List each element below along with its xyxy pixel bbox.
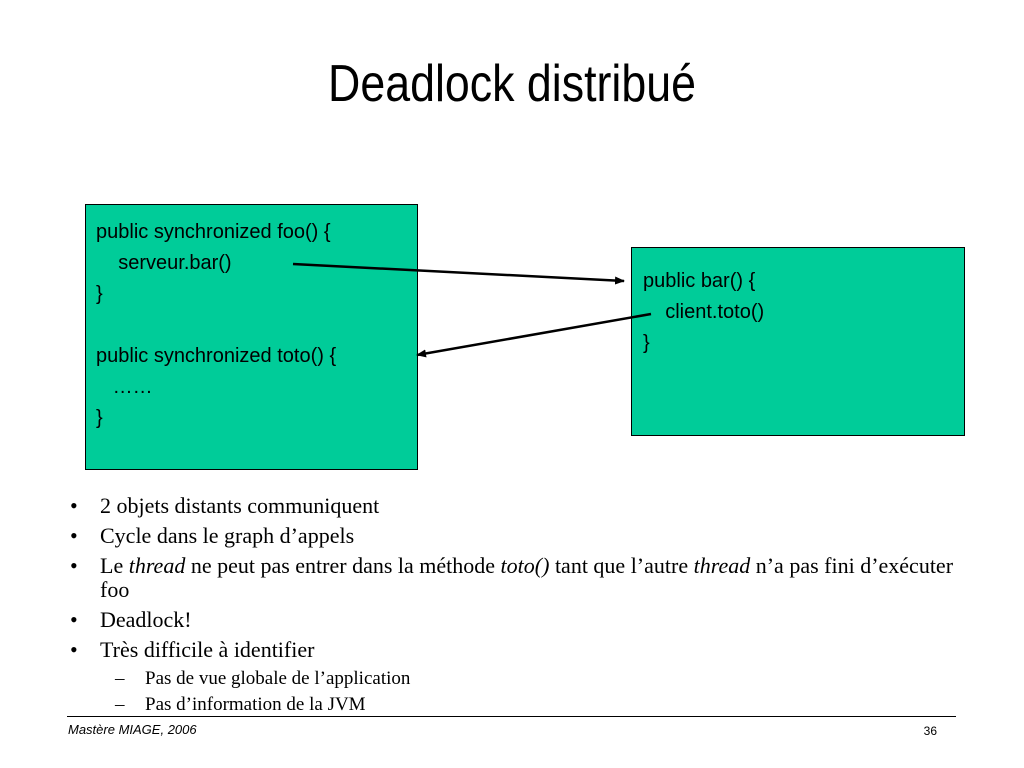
bullet-text: Très difficile à identifier [100, 637, 315, 662]
sub-bullet-item: –Pas de vue globale de l’application [60, 668, 980, 690]
footer-divider [67, 716, 956, 717]
bullet-text-italic: thread [693, 553, 751, 578]
sub-bullet-text: Pas de vue globale de l’application [145, 668, 411, 689]
bullet-list: • 2 objets distants communiquent • Cycle d… [60, 494, 980, 720]
code-line: public bar() { [643, 270, 756, 292]
bullet-text: Deadlock! [100, 607, 192, 632]
bullet-glyph: • [70, 523, 78, 548]
bullet-item: • Le thread ne peut pas entrer dans la mé… [60, 554, 980, 602]
bullet-text-part: Le [100, 553, 129, 578]
code-line: client.toto() [643, 301, 765, 323]
sub-bullet-text: Pas d’information de la JVM [145, 694, 366, 715]
bullet-text-italic: toto() [500, 553, 550, 578]
arrow-bar-to-toto [416, 312, 652, 358]
bullet-text-part: tant que l’autre [549, 553, 694, 578]
bullet-glyph: • [70, 637, 78, 662]
code-line: } [96, 283, 103, 305]
code-line: …… [96, 376, 153, 398]
code-line: serveur.bar() [96, 252, 232, 274]
bullet-text: 2 objets distants communiquent [100, 493, 380, 518]
code-line: } [96, 407, 103, 429]
bullet-item: • Cycle dans le graph d’appels [60, 524, 980, 548]
sub-bullet-item: –Pas d’information de la JVM [60, 694, 980, 716]
code-line: } [643, 332, 650, 354]
bullet-item: • Très difficile à identifier [60, 638, 980, 662]
client-code-box: public synchronized foo() { serveur.bar(… [85, 204, 418, 470]
footer-course-label: Mastère MIAGE, 2006 [68, 722, 197, 737]
page-number: 36 [923, 724, 937, 738]
code-line: public synchronized toto() { [96, 345, 337, 367]
bullet-text: Cycle dans le graph d’appels [100, 523, 355, 548]
bullet-glyph: • [70, 553, 78, 578]
bullet-text-part: n’a pas fini d’exécuter foo [100, 553, 954, 602]
bullet-glyph: • [70, 607, 78, 632]
bullet-text-part: ne peut pas entrer dans la méthode [185, 553, 501, 578]
bullet-text-italic: thread [128, 553, 186, 578]
bullet-item: • 2 objets distants communiquent [60, 494, 980, 518]
dash-glyph: – [115, 668, 125, 689]
code-line [96, 310, 417, 341]
server-code-box: public bar() { client.toto() } [631, 247, 965, 436]
slide-title: Deadlock distribué [328, 55, 696, 113]
code-line: public synchronized foo() { [96, 221, 331, 243]
bullet-item: • Deadlock! [60, 608, 980, 632]
bullet-glyph: • [70, 493, 78, 518]
dash-glyph: – [115, 694, 125, 715]
